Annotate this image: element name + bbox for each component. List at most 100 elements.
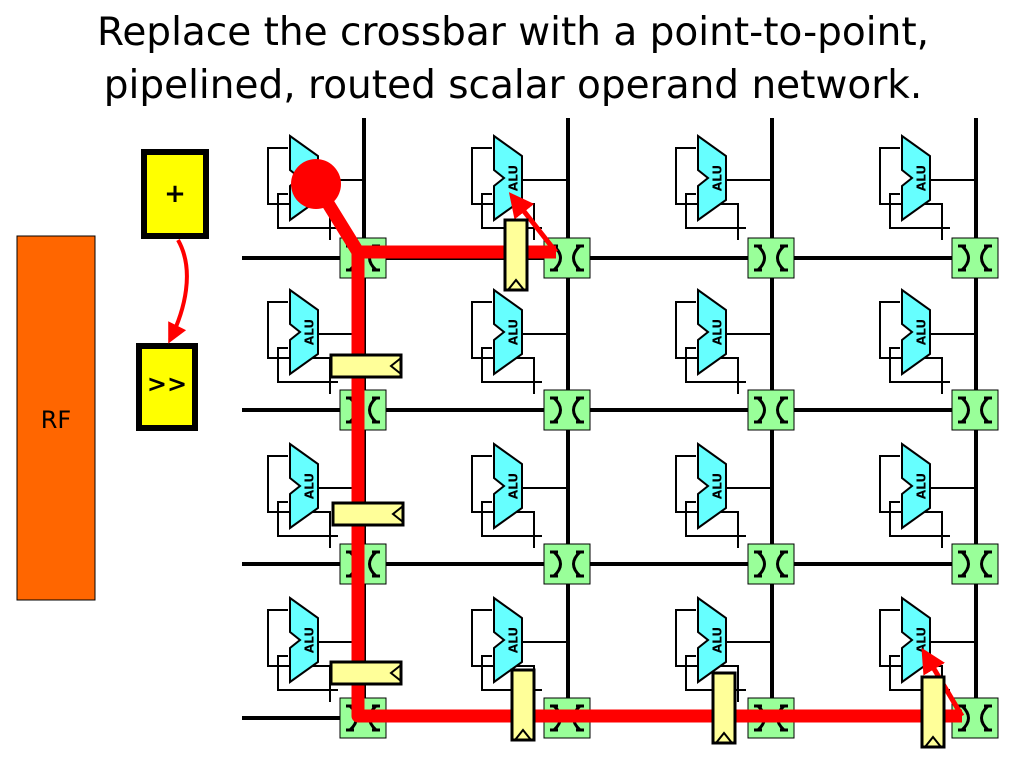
pipeline-register bbox=[331, 501, 405, 527]
alu-shape bbox=[493, 288, 523, 376]
title-line-1: Replace the crossbar with a point-to-poi… bbox=[96, 10, 930, 55]
register-file-label: RF bbox=[41, 406, 71, 434]
tile: ALU bbox=[675, 134, 795, 279]
tile: ALU bbox=[471, 288, 591, 431]
switch bbox=[951, 389, 999, 431]
tile-wire bbox=[481, 501, 542, 537]
tile: ALU bbox=[879, 596, 999, 739]
instruction-shift-label: >> bbox=[147, 370, 187, 398]
tile-wire bbox=[928, 641, 977, 708]
tile-wire bbox=[928, 333, 977, 400]
pipeline-register bbox=[711, 671, 737, 745]
tile-wire bbox=[928, 179, 977, 246]
tile-wire bbox=[277, 347, 338, 383]
switch-crossbar bbox=[754, 244, 788, 272]
alu-shape bbox=[289, 442, 319, 530]
switch bbox=[747, 389, 795, 431]
tile-wire bbox=[675, 455, 739, 548]
alu-shape bbox=[289, 288, 319, 376]
instruction-add: + bbox=[141, 149, 209, 239]
tile-wire bbox=[685, 347, 746, 383]
alu-label: ALU bbox=[915, 627, 929, 653]
tile-wire bbox=[724, 333, 773, 400]
pipeline-registers bbox=[329, 218, 946, 749]
pipeline-register bbox=[920, 675, 946, 749]
alu-shape bbox=[697, 442, 727, 530]
alu-shape bbox=[697, 596, 727, 684]
tile-wire bbox=[675, 609, 739, 702]
tile: ALU bbox=[675, 288, 795, 431]
switch-crossbar bbox=[754, 396, 788, 424]
alu-label: ALU bbox=[303, 473, 317, 499]
tile-wire bbox=[889, 655, 950, 691]
route-arrow-top bbox=[508, 192, 558, 254]
tile-wire bbox=[481, 347, 542, 383]
pipeline-register bbox=[503, 218, 529, 292]
alu-label: ALU bbox=[915, 319, 929, 345]
switch-crossbar bbox=[958, 396, 992, 424]
alu-label: ALU bbox=[303, 627, 317, 653]
tile: ALU bbox=[879, 442, 999, 585]
tile-wire bbox=[277, 655, 338, 691]
tile-wire bbox=[675, 147, 739, 240]
switch bbox=[543, 543, 591, 585]
tile-wire bbox=[928, 487, 977, 554]
alu-label: ALU bbox=[915, 165, 929, 191]
tile-wire bbox=[471, 455, 535, 548]
tile-wire bbox=[724, 179, 773, 246]
alu-shape bbox=[901, 288, 931, 376]
switch bbox=[951, 543, 999, 585]
switch bbox=[951, 237, 999, 279]
tile-wire bbox=[889, 193, 950, 229]
tile-wire bbox=[267, 455, 331, 548]
alu-label: ALU bbox=[711, 165, 725, 191]
tile: ALU bbox=[879, 288, 999, 431]
tile-wire bbox=[675, 301, 739, 394]
pipeline-register bbox=[329, 353, 403, 379]
tile-wire bbox=[879, 455, 943, 548]
title-line-2: pipelined, routed scalar operand network… bbox=[103, 63, 923, 108]
route-path bbox=[310, 180, 962, 723]
tile-wire bbox=[520, 487, 569, 554]
tile-wire bbox=[724, 487, 773, 554]
alu-label: ALU bbox=[711, 473, 725, 499]
instruction-add-label: + bbox=[164, 179, 186, 209]
alu-label: ALU bbox=[303, 319, 317, 345]
instruction-shift: >> bbox=[136, 343, 198, 431]
switch bbox=[747, 237, 795, 279]
route-source-dot bbox=[291, 159, 341, 209]
switch-crossbar bbox=[754, 550, 788, 578]
switch-crossbar bbox=[550, 396, 584, 424]
alu-shape bbox=[697, 288, 727, 376]
tile: ALU bbox=[879, 134, 999, 279]
alu-label: ALU bbox=[507, 165, 521, 191]
alu-label: ALU bbox=[915, 473, 929, 499]
tile-wire bbox=[879, 301, 943, 394]
tile: ALU bbox=[675, 442, 795, 585]
tile-wire bbox=[520, 641, 569, 708]
alu-shape bbox=[493, 596, 523, 684]
switch bbox=[543, 389, 591, 431]
switch-crossbar bbox=[958, 550, 992, 578]
operand-route bbox=[291, 159, 965, 723]
tile-wire bbox=[879, 147, 943, 240]
alu-shape bbox=[901, 134, 931, 222]
switch-crossbar bbox=[958, 244, 992, 272]
tile-wire bbox=[889, 501, 950, 537]
register-file: RF bbox=[16, 235, 96, 601]
tile-wire bbox=[471, 301, 535, 394]
switch bbox=[747, 543, 795, 585]
tile-wire bbox=[277, 501, 338, 537]
alu-label: ALU bbox=[507, 319, 521, 345]
alu-shape bbox=[697, 134, 727, 222]
tile-wire bbox=[685, 501, 746, 537]
switch-crossbar bbox=[550, 550, 584, 578]
tile-wire bbox=[685, 193, 746, 229]
pipeline-register bbox=[510, 668, 536, 742]
alu-shape bbox=[289, 596, 319, 684]
tile-wire bbox=[724, 641, 773, 708]
switch-crossbar bbox=[958, 704, 992, 732]
tile: ALU bbox=[471, 442, 591, 585]
